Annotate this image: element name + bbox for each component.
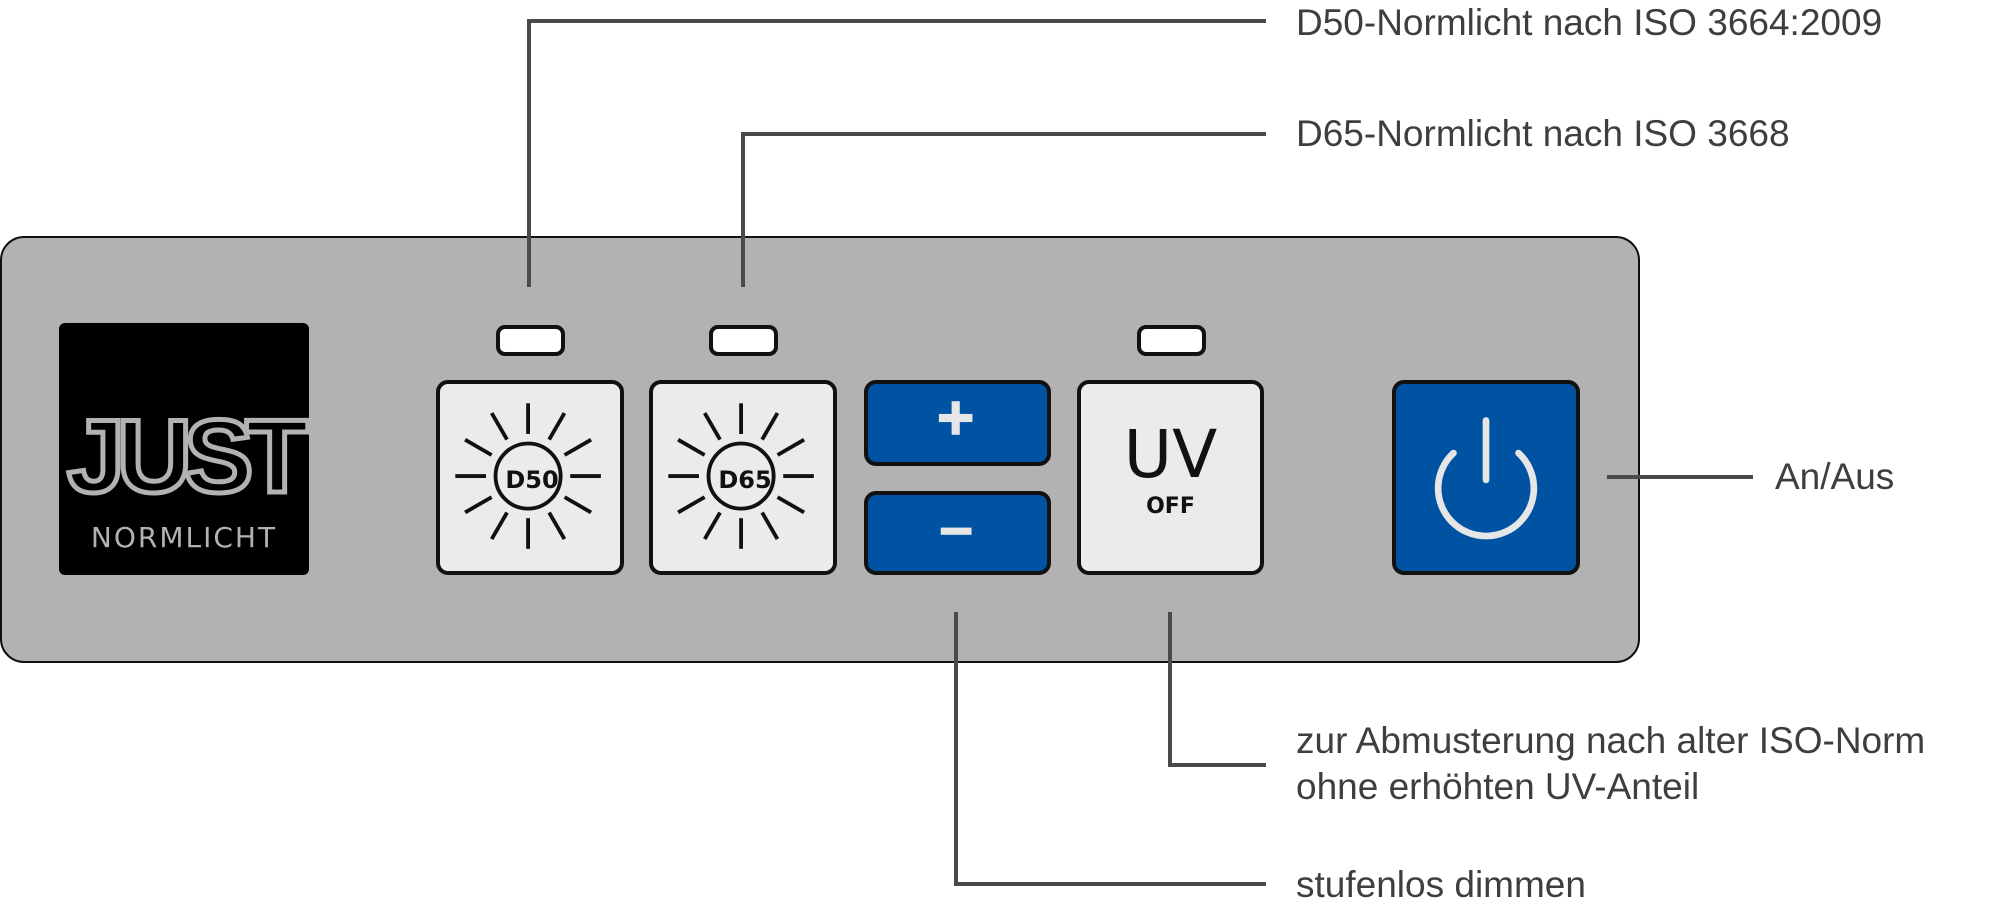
sun-ray xyxy=(703,511,722,541)
logo-subtitle: NORMLICHT xyxy=(90,521,278,554)
sun-ray xyxy=(547,511,567,541)
d50-button[interactable]: D50 xyxy=(436,380,624,575)
leader-line-d50-stub xyxy=(527,236,531,287)
leader-line-uv-horizontal xyxy=(1168,763,1266,767)
sun-ray xyxy=(760,412,780,441)
callout-uv-line2: ohne erhöhten UV-Anteil xyxy=(1296,766,1700,807)
sun-ray xyxy=(547,412,567,441)
d65-button[interactable]: D65 xyxy=(649,380,837,575)
led-indicator-d65 xyxy=(709,325,778,356)
minus-icon xyxy=(940,527,972,535)
sun-ray xyxy=(776,438,806,457)
sun-ray xyxy=(464,495,493,515)
power-button[interactable] xyxy=(1392,380,1580,575)
uv-off-label: OFF xyxy=(1146,494,1195,519)
dim-down-button[interactable]: − xyxy=(864,491,1051,575)
power-icon xyxy=(1434,417,1538,540)
sun-ray xyxy=(776,495,806,515)
d65-label: D65 xyxy=(718,466,772,494)
d50-label: D50 xyxy=(505,466,559,494)
just-normlicht-logo: JUST NORMLICHT xyxy=(59,323,312,575)
sun-ray xyxy=(490,511,509,541)
callout-dimmer: stufenlos dimmen xyxy=(1296,864,1586,905)
sun-ray xyxy=(563,438,593,457)
callout-power: An/Aus xyxy=(1775,456,1895,497)
callout-d50: D50-Normlicht nach ISO 3664:2009 xyxy=(1296,2,1883,43)
leader-line-d65-vertical xyxy=(741,132,745,287)
leader-line-dimmer-horizontal xyxy=(954,882,1266,886)
led-indicator-uv xyxy=(1137,325,1206,356)
sun-ray xyxy=(490,412,509,441)
leader-line-uv-vertical xyxy=(1168,612,1172,767)
sun-ray xyxy=(760,511,780,541)
sun-icon xyxy=(455,403,601,549)
sun-icon xyxy=(668,403,814,549)
sun-ray xyxy=(563,495,593,515)
sun-ray xyxy=(703,412,722,441)
plus-icon xyxy=(938,401,973,435)
callout-uv-line1: zur Abmusterung nach alter ISO-Norm xyxy=(1296,720,1926,761)
led-indicator-d50 xyxy=(496,325,565,356)
leader-line-d50-horizontal xyxy=(527,19,1266,23)
leader-line-dimmer-vertical xyxy=(954,612,958,886)
sun-ray xyxy=(464,438,493,457)
leader-line-d65-horizontal xyxy=(741,132,1266,136)
leader-line-power xyxy=(1607,475,1753,479)
callout-d65: D65-Normlicht nach ISO 3668 xyxy=(1296,113,1790,154)
logo-brand-text: JUST xyxy=(65,399,312,515)
leader-line-d50-vertical xyxy=(527,19,531,287)
dim-up-button[interactable]: + xyxy=(864,380,1051,466)
uv-label: UV xyxy=(1123,416,1218,493)
sun-ray xyxy=(677,438,706,457)
uv-off-button[interactable]: UV OFF xyxy=(1077,380,1264,575)
sun-ray xyxy=(677,495,706,515)
leader-line-d65-stub xyxy=(741,236,745,287)
